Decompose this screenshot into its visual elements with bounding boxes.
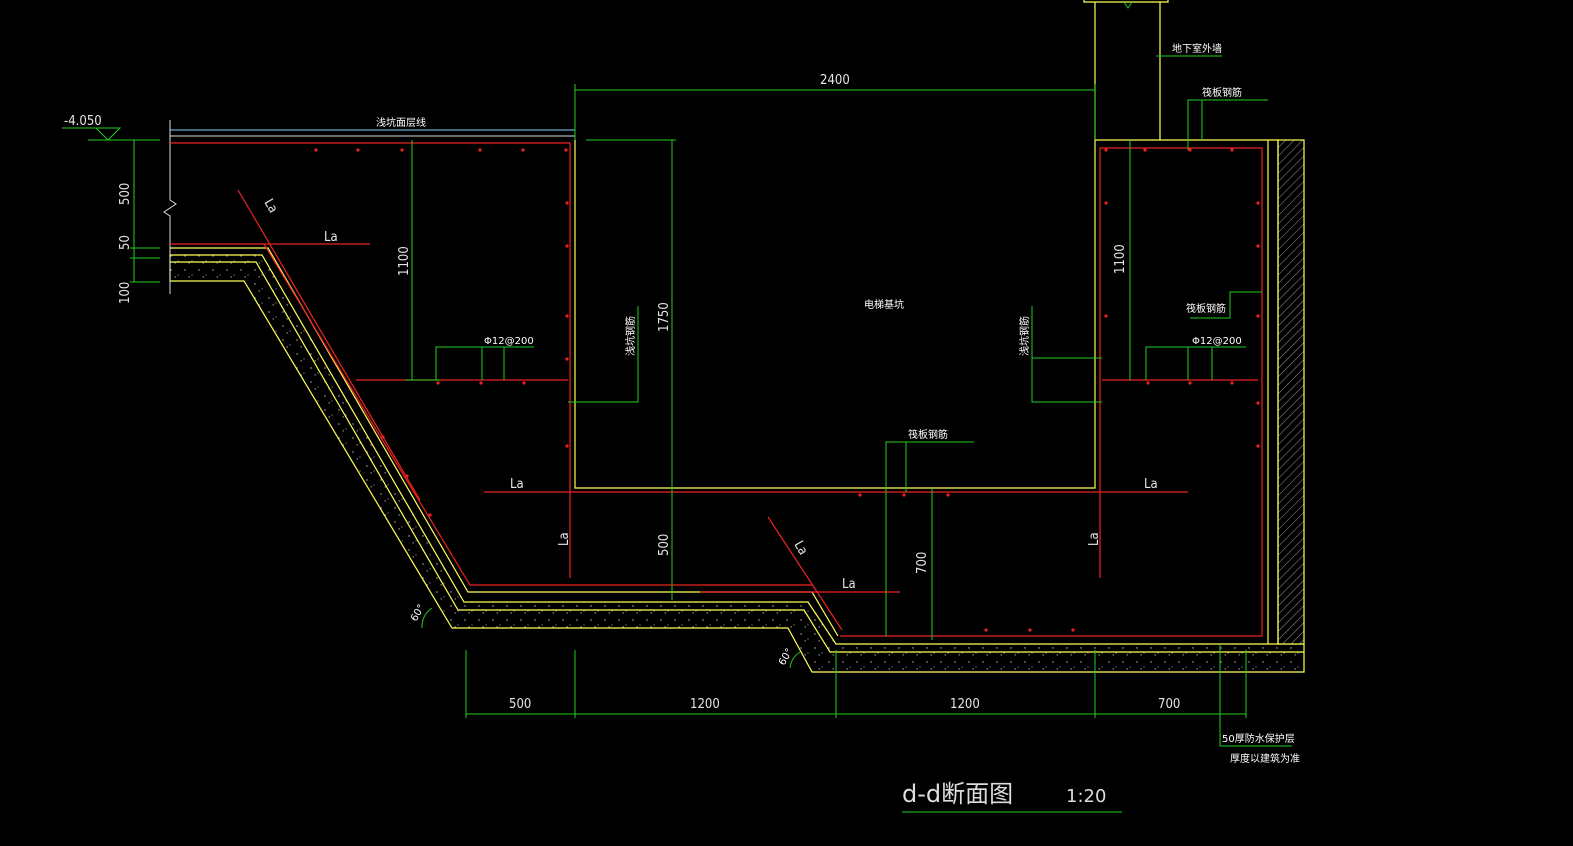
rebar-diag-mid bbox=[767, 516, 843, 631]
upper-column bbox=[1083, 0, 1169, 140]
label-spec-left: Φ12@200 bbox=[484, 336, 534, 347]
rebar-bottom-right bbox=[840, 147, 1263, 637]
slope-line-face bbox=[170, 261, 1304, 653]
drawing-scale: 1:20 bbox=[1066, 786, 1106, 807]
anchor-la-8: La bbox=[791, 539, 811, 558]
angle-label-1: 60° bbox=[409, 603, 427, 624]
drawing-title: d-d断面图 bbox=[902, 780, 1013, 808]
dim-1100-left: 1100 bbox=[397, 246, 412, 276]
label-raft-top: 筏板钢筋 bbox=[1202, 86, 1242, 99]
dimension-lines bbox=[62, 55, 1292, 813]
concrete-cushion bbox=[169, 254, 1305, 673]
label-raft-bottom: 筏板钢筋 bbox=[908, 428, 948, 441]
dim-left-100: 100 bbox=[118, 282, 133, 304]
rebar-diag-left bbox=[237, 189, 421, 501]
dim-bottom-1200b: 1200 bbox=[950, 697, 980, 712]
anchor-la-2: La bbox=[510, 477, 524, 492]
label-rebar-left: 浅坑钢筋 bbox=[624, 316, 637, 356]
anchor-la-5: La bbox=[557, 532, 572, 546]
anchor-la-4: La bbox=[842, 577, 856, 592]
dim-1750: 1750 bbox=[657, 302, 672, 332]
dim-700-mid: 700 bbox=[915, 552, 930, 574]
elevation-label: -4.050 bbox=[64, 114, 102, 129]
dim-500-mid: 500 bbox=[657, 534, 672, 556]
dim-top-width: 2400 bbox=[820, 73, 850, 88]
label-protection-1: 50厚防水保护层 bbox=[1222, 732, 1295, 745]
anchor-la-6: La bbox=[1087, 532, 1102, 546]
rebar-top-left bbox=[170, 142, 571, 578]
label-basement-wall: 地下室外墙 bbox=[1172, 42, 1222, 55]
rebar bbox=[170, 142, 1263, 637]
label-spec-right: Φ12@200 bbox=[1192, 336, 1242, 347]
annotations: 2400 -4.050 500 50 100 1100 1750 500 700… bbox=[64, 42, 1300, 808]
label-raft-right: 筏板钢筋 bbox=[1186, 302, 1226, 315]
dim-left-500: 500 bbox=[118, 183, 133, 205]
rebar-slope bbox=[170, 243, 812, 586]
rebar-dots bbox=[314, 148, 1260, 632]
slope-line-inner bbox=[170, 247, 839, 637]
dim-left-50: 50 bbox=[118, 235, 133, 250]
right-wall-hatch bbox=[1277, 139, 1305, 645]
dim-bottom-500: 500 bbox=[509, 697, 531, 712]
pit-structure bbox=[163, 0, 1305, 673]
label-protection-2: 厚度以建筑为准 bbox=[1230, 752, 1300, 765]
label-pit: 电梯基坑 bbox=[864, 298, 904, 311]
anchor-la-7: La bbox=[261, 197, 281, 216]
anchor-la-1: La bbox=[324, 230, 338, 245]
angle-label-2: 60° bbox=[777, 647, 795, 668]
column-marker bbox=[1123, 1, 1133, 9]
right-slab-outline bbox=[574, 139, 1279, 644]
anchor-la-3: La bbox=[1144, 477, 1158, 492]
dim-1100-right: 1100 bbox=[1113, 244, 1128, 274]
label-surface: 浅坑面层线 bbox=[376, 116, 426, 129]
dim-bottom-1200a: 1200 bbox=[690, 697, 720, 712]
label-rebar-right: 浅坑钢筋 bbox=[1018, 316, 1031, 356]
dim-bottom-700: 700 bbox=[1158, 697, 1180, 712]
break-line bbox=[163, 120, 177, 294]
